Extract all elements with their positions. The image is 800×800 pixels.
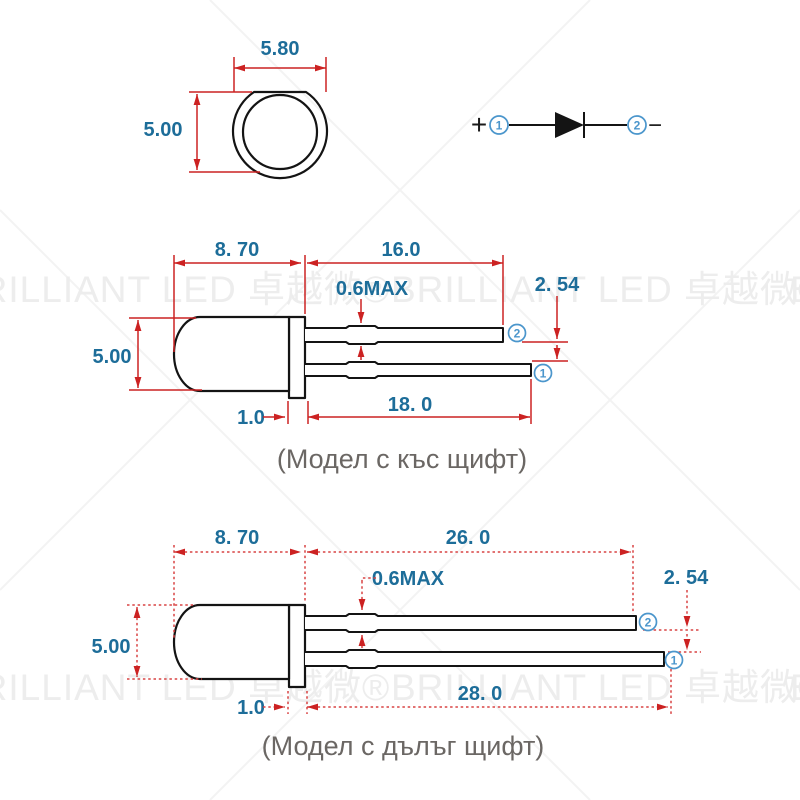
body-diameter-dim: 5.00: [93, 346, 132, 368]
pin2-length-dim: 16.0: [382, 239, 421, 261]
lattice-line: [0, 0, 591, 591]
top-view: 5.80 5.00: [144, 38, 329, 180]
pin-1-lead: [305, 649, 665, 669]
lattice-line: [0, 209, 591, 800]
pin-2-badge-circle: [507, 323, 527, 343]
led-flange: [287, 603, 307, 689]
led-flange: [287, 315, 307, 400]
anode-badge-number: 1: [496, 119, 503, 133]
lattice-line: [209, 0, 800, 591]
pin-1-badge-circle: [664, 650, 684, 670]
body-length-dim: 8. 70: [215, 239, 259, 261]
pitch-dim: 2. 54: [535, 274, 580, 296]
flange-dim: 1.0: [237, 697, 265, 719]
watermark-text: BRILLIANT LED 卓越微®: [790, 269, 800, 310]
watermark-text: BRILLIANT LED 卓越微®: [790, 667, 800, 708]
watermark-text-rows: BRILLIANT LED 卓越微® BRILLIANT LED 卓越微® BR…: [0, 269, 800, 708]
long-pin-model: 8. 70 26. 0 0.6MAX 2. 54 5.00 1.0 28. 0 …: [92, 527, 710, 761]
pin1-length-dim: 18. 0: [388, 394, 432, 416]
anode-badge-circle: [489, 115, 509, 135]
pin-1-lead: [305, 361, 532, 379]
watermark-text: BRILLIANT LED 卓越微®: [391, 667, 800, 708]
pin-2-badge-number: 2: [645, 616, 652, 630]
short-pin-model: 8. 70 16.0 0.6MAX 2. 54 5.00 1.0 18. 0 2…: [93, 239, 581, 474]
pin-2-badge-number: 2: [514, 327, 521, 341]
pitch-dim: 2. 54: [664, 567, 709, 589]
top-view-width-dim: 5.80: [261, 38, 300, 60]
pin2-length-dim: 26. 0: [446, 527, 490, 549]
diode-schematic: + 1 2 −: [471, 109, 662, 140]
plus-sign: +: [471, 109, 487, 140]
lead-thickness-dim: 0.6MAX: [372, 568, 445, 590]
cathode-badge-circle: [627, 115, 647, 135]
minus-sign: −: [648, 112, 662, 139]
cathode-badge-number: 2: [634, 119, 641, 133]
watermark-text: BRILLIANT LED 卓越微®: [0, 269, 390, 310]
lattice-line: [209, 209, 800, 800]
body-length-dim: 8. 70: [215, 527, 259, 549]
led-body-outline: [172, 603, 291, 681]
lead-thickness-dim: 0.6MAX: [336, 278, 409, 300]
pin1-length-dim: 28. 0: [458, 683, 502, 705]
led-top-inner-circle: [241, 93, 319, 171]
pin-2-lead: [305, 325, 504, 345]
led-body-outline: [172, 315, 291, 393]
pin-1-badge-number: 1: [540, 367, 547, 381]
pin-1-badge-circle: [533, 363, 553, 383]
long-model-caption: (Модел с дълъг щифт): [262, 731, 545, 761]
diode-triangle-icon: [555, 112, 584, 138]
watermark-text: BRILLIANT LED 卓越微®: [391, 269, 800, 310]
pin-2-lead: [305, 613, 637, 633]
short-model-caption: (Модел с къс щифт): [277, 444, 527, 474]
led-top-outline: [231, 90, 329, 180]
flange-dim: 1.0: [237, 407, 265, 429]
top-view-height-dim: 5.00: [144, 119, 183, 141]
pin-2-badge-circle: [638, 612, 658, 632]
leader-line: [361, 577, 376, 581]
pin-1-badge-number: 1: [671, 654, 678, 668]
body-diameter-dim: 5.00: [92, 636, 131, 658]
